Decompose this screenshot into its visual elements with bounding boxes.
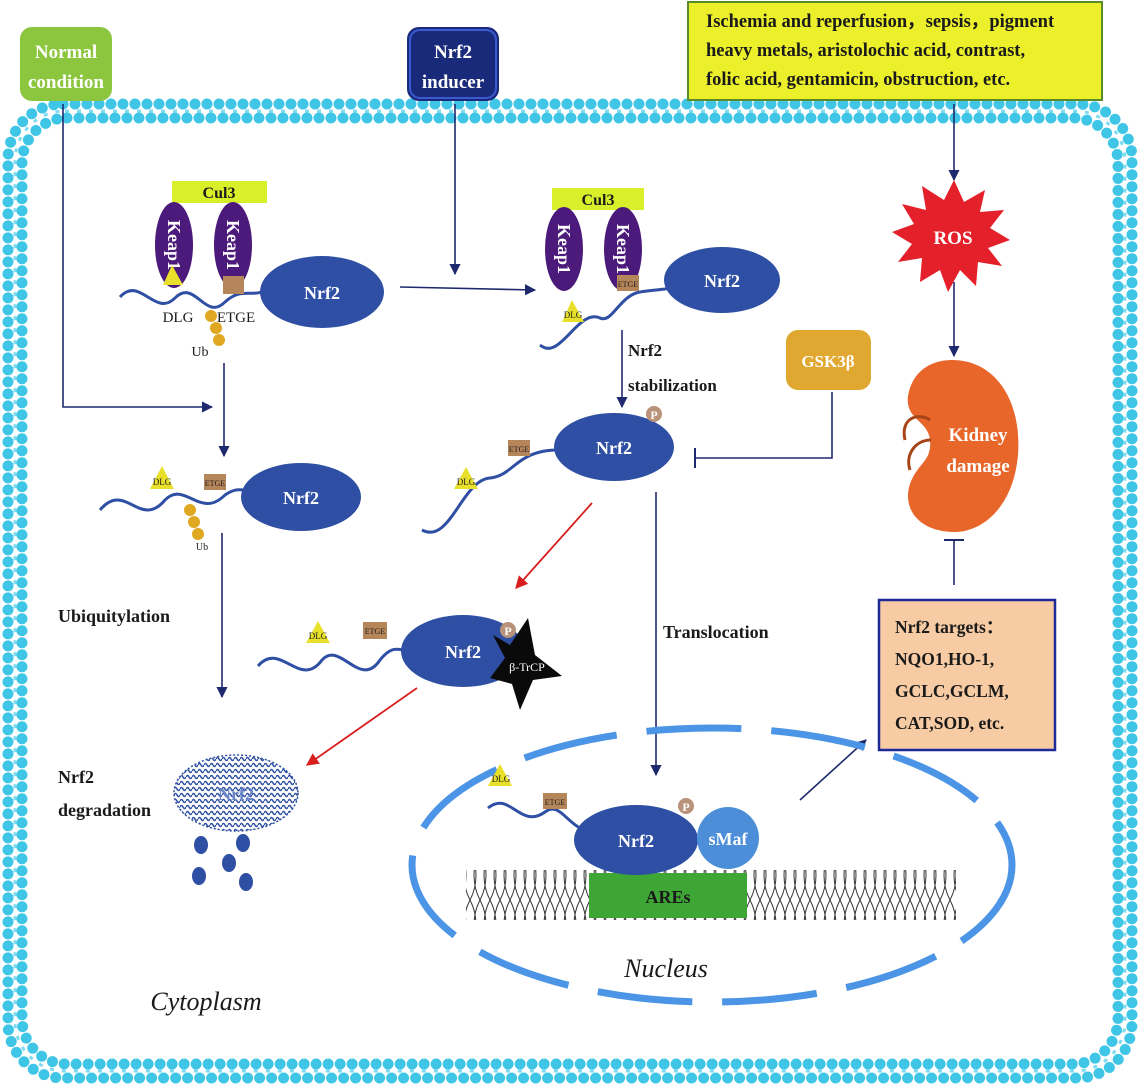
targets-line-4: CAT,SOD, etc.: [895, 713, 1004, 733]
nrf2-label-normal: Nrf2: [304, 283, 340, 303]
dlg-label-btrcp: DLG: [309, 631, 328, 641]
phospho-label-nuclear: P: [682, 800, 689, 814]
keap1-label-b: Keap1: [223, 220, 243, 270]
etge-label-ub: ETGE: [205, 479, 226, 488]
smaf-label: sMaf: [709, 829, 749, 849]
btrcp-label: β-TrCP: [509, 660, 545, 674]
ros-label: ROS: [933, 228, 972, 249]
injury-stimuli-box: Ischemia and reperfusion，sepsis，pigment …: [687, 1, 1103, 101]
cytoplasm-label: Cytoplasm: [150, 987, 261, 1016]
targets-line-2: NQO1,HO-1,: [895, 649, 994, 669]
normal-condition-label-1: Normal: [35, 42, 97, 63]
keap1-label-a: Keap1: [164, 220, 184, 270]
etge-label-induced: ETGE: [618, 280, 639, 289]
nucleus-envelope: [408, 724, 1016, 1006]
nrf2-label-nuclear: Nrf2: [618, 831, 654, 851]
pathway-arrows: [62, 104, 964, 801]
nrf2-degradation: Nrf2: [173, 754, 299, 891]
dlg-label: DLG: [163, 310, 194, 326]
complex-transition-arrow: [399, 284, 537, 296]
kidney-label-2: damage: [946, 456, 1009, 477]
ub-label-left: Ub: [196, 542, 208, 553]
btrcp-degradation-arrow: [305, 687, 418, 766]
ubiquitylation-label: Ubiquitylation: [58, 606, 170, 626]
cul3-label: Cul3: [203, 185, 236, 202]
degradation-label-1: Nrf2: [58, 767, 94, 787]
btrcp-binding-arrow: [515, 502, 593, 589]
cul3-label-induced: Cul3: [582, 192, 615, 209]
dlg-label-stab: DLG: [457, 477, 476, 487]
targets-line-1: Nrf2 targets：: [895, 617, 1003, 637]
normal-condition-label-2: condition: [28, 72, 104, 93]
ares-label: AREs: [645, 887, 690, 907]
degradation-label-2: degradation: [58, 800, 151, 820]
nrf2-inducer-label-2: inducer: [422, 72, 485, 93]
nuclear-nrf2-complex: DLG ETGE Nrf2 sMaf P: [487, 764, 759, 875]
cell-membrane: [2, 98, 1138, 1084]
kidney-icon: Kidney damage: [902, 360, 1019, 532]
injury-stimuli-line-3: folic acid, gentamicin, obstruction, etc…: [706, 70, 1010, 90]
dlg-label-nuclear: DLG: [492, 774, 511, 784]
etge-label-btrcp: ETGE: [365, 627, 386, 636]
btrcp-nrf2-complex: DLG ETGE Nrf2 β-TrCP P: [256, 615, 562, 710]
etge-label-stab: ETGE: [509, 445, 530, 454]
nrf2-label-stab: Nrf2: [596, 438, 632, 458]
dlg-label-ub: DLG: [153, 477, 172, 487]
nrf2-label-ub: Nrf2: [283, 488, 319, 508]
targets-line-3: GCLC,GCLM,: [895, 681, 1009, 701]
dlg-label-induced: DLG: [564, 310, 583, 320]
stabilized-nrf2: DLG ETGE Nrf2 P: [421, 406, 674, 534]
keap1-complex-induced: Cul3 Keap1 Keap1 DLG ETGE Nrf2: [539, 188, 780, 350]
nrf2-label-degraded: Nrf2: [218, 784, 254, 804]
normal-condition-arrow: [62, 104, 214, 413]
dlg-motif: [163, 265, 183, 285]
etge-label: ETGE: [217, 310, 255, 326]
etge-label-nuclear: ETGE: [545, 798, 566, 807]
degradation-arrows: [305, 502, 593, 766]
etge-motif: [223, 276, 244, 294]
nucleus-to-targets-arrow: [799, 739, 867, 801]
nucleus-label: Nucleus: [623, 954, 708, 983]
injury-stimuli-line-2: heavy metals, aristolochic acid, contras…: [706, 41, 1025, 61]
nrf2-label-induced: Nrf2: [704, 271, 740, 291]
gsk-inhibition-line: [695, 392, 833, 459]
injury-stimuli-line-1: Ischemia and reperfusion，sepsis，pigment: [706, 12, 1055, 32]
phospho-label-btrcp: P: [504, 624, 511, 638]
phospho-label-stab: P: [650, 408, 657, 422]
ubiquitinated-nrf2: DLG ETGE Ub Nrf2: [98, 463, 361, 553]
nrf2-inducer-box: Nrf2 inducer: [407, 27, 499, 101]
gsk3b-box: GSK3β: [786, 330, 871, 390]
kidney-label-1: Kidney: [948, 425, 1008, 446]
normal-condition-box: Normal condition: [20, 27, 112, 101]
stabilization-label-1: Nrf2: [628, 341, 662, 360]
keap1-complex-normal: Cul3 Keap1 Keap1 DLG ETGE Ub Nrf2: [118, 181, 384, 360]
dna-helix: AREs: [466, 870, 956, 920]
nrf2-targets-box: Nrf2 targets： NQO1,HO-1, GCLC,GCLM, CAT,…: [877, 598, 1057, 752]
ros-burst: ROS: [892, 180, 1010, 292]
ub-label: Ub: [191, 345, 208, 360]
gsk3b-label: GSK3β: [801, 352, 854, 371]
keap1-label-c: Keap1: [554, 224, 574, 274]
keap1-label-d: Keap1: [613, 224, 633, 274]
translocation-label: Translocation: [663, 622, 769, 642]
nrf2-inducer-label-1: Nrf2: [434, 42, 472, 63]
stabilization-label-2: stabilization: [628, 376, 717, 395]
nrf2-label-btrcp: Nrf2: [445, 642, 481, 662]
